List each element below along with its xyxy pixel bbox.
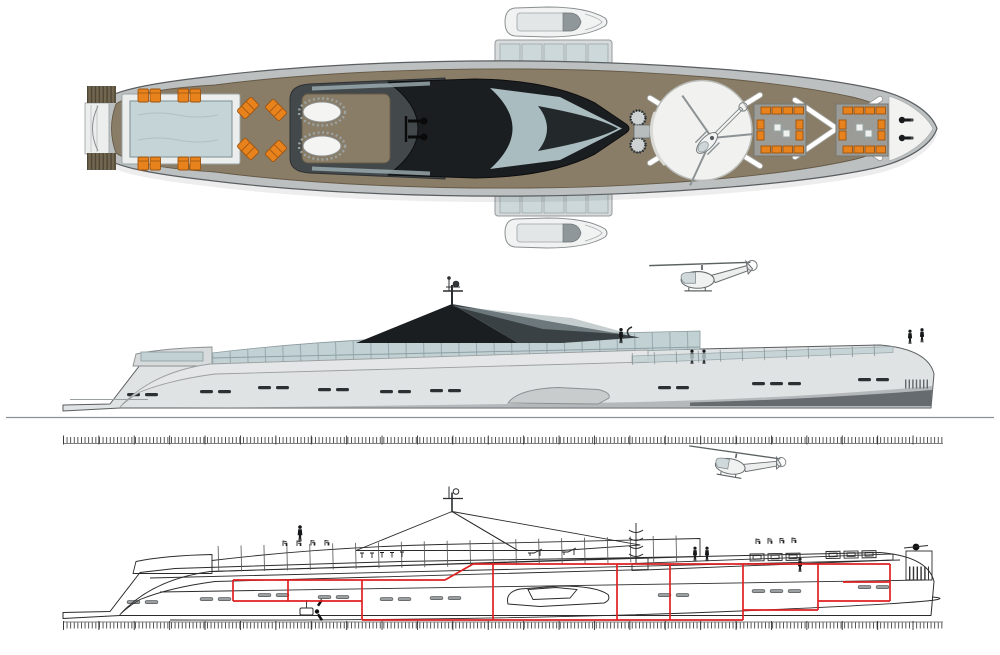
plan-view — [84, 6, 938, 249]
davit — [626, 326, 633, 338]
hull-port — [379, 597, 394, 601]
hull-port — [397, 597, 412, 601]
technical-view — [62, 435, 943, 630]
tender-garage-door — [507, 387, 610, 405]
seating-square — [835, 103, 889, 157]
seating-square — [753, 103, 807, 157]
hull-port — [144, 600, 159, 604]
hull-port — [788, 382, 801, 386]
profile-view — [6, 259, 994, 419]
helicopter-profile — [648, 259, 758, 292]
ruler-top — [63, 435, 943, 445]
hardtop-roof — [289, 77, 446, 180]
propeller — [317, 599, 323, 621]
crew-figure — [297, 525, 303, 542]
mast-wireframe — [443, 486, 463, 513]
hull-port — [448, 389, 461, 393]
hull-port — [200, 390, 213, 394]
deck-furniture — [282, 523, 797, 563]
guest — [919, 328, 925, 343]
tender-port — [504, 6, 608, 38]
hull-port — [335, 595, 350, 599]
stern-stairs — [87, 86, 116, 170]
helicopter-wireframe — [684, 440, 788, 487]
hull-port — [429, 596, 444, 600]
superstructure-mullions — [212, 331, 700, 364]
hull-port — [769, 589, 784, 593]
main-deck-line — [149, 559, 901, 579]
hull-port — [145, 393, 158, 397]
hull-port — [787, 589, 802, 593]
bow-area — [888, 95, 934, 162]
roof-outline — [451, 511, 641, 551]
mooring-winches — [629, 109, 651, 154]
hull-port — [217, 597, 232, 601]
hull-port — [770, 382, 783, 386]
hull-port — [317, 595, 332, 599]
compartment-line — [444, 563, 474, 581]
ruler-bottom — [63, 621, 943, 630]
pool — [121, 93, 241, 165]
bow-dark-streak — [690, 390, 932, 406]
glass-cabin — [311, 78, 630, 179]
hull-port — [876, 378, 889, 382]
guest — [907, 329, 913, 344]
mast — [443, 276, 463, 305]
hull-port — [257, 593, 272, 597]
aft-deckhouse-windows — [140, 351, 204, 362]
roof-glass-sheen — [452, 306, 634, 335]
center-canopy — [538, 106, 618, 151]
hull-port — [751, 589, 766, 593]
swim-platform — [84, 102, 110, 155]
hull-port — [258, 386, 271, 390]
hull-port — [658, 386, 671, 390]
bow-details — [903, 543, 933, 581]
hull-port — [398, 390, 411, 394]
hull-port — [380, 390, 393, 394]
hull-port — [857, 585, 872, 589]
hull-port — [676, 386, 689, 390]
anchor-windlasses — [898, 116, 914, 142]
hull-port — [318, 388, 331, 392]
roof-hinges — [404, 116, 428, 142]
hull-port — [447, 596, 462, 600]
helipad — [651, 79, 753, 182]
tender-starboard — [504, 217, 608, 249]
compartment-overlay — [232, 563, 891, 621]
bow-seating-areas — [753, 103, 889, 157]
hull-port — [276, 386, 289, 390]
helipad-shadow-arc — [649, 111, 667, 167]
hull-port — [858, 378, 871, 382]
hull-port — [336, 388, 349, 392]
stowed-tender — [507, 585, 610, 607]
hull-port — [675, 593, 690, 597]
keel-line — [169, 596, 941, 621]
hull-port — [199, 597, 214, 601]
hull-port — [657, 593, 672, 597]
hull-port — [275, 593, 290, 597]
dining-tables — [297, 97, 347, 161]
hull-port — [875, 585, 890, 589]
spiral-stair — [628, 523, 644, 563]
hull-port — [752, 382, 765, 386]
hull-port — [218, 390, 231, 394]
hull-port — [430, 389, 443, 393]
